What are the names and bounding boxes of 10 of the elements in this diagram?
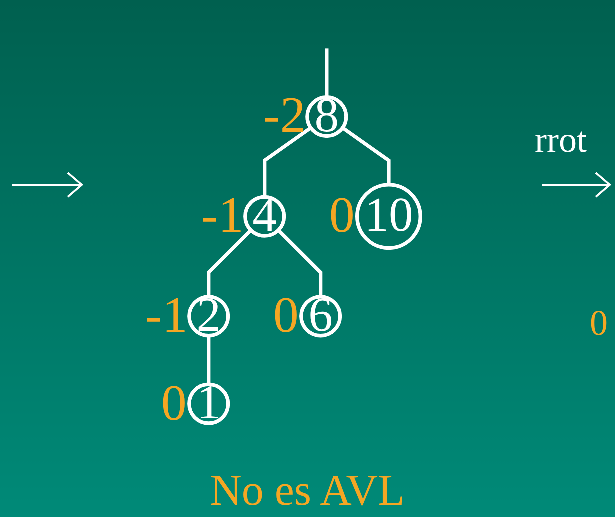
balance-factor: -1 <box>201 191 244 242</box>
balance-factor: 0 <box>273 290 299 342</box>
caption: No es AVL <box>210 466 405 515</box>
tree-node-circle: 10 <box>356 183 422 250</box>
balance-factor: 0 <box>590 305 608 341</box>
balance-factor: -1 <box>145 290 188 342</box>
operation-label: rrot <box>535 122 587 158</box>
balance-factor: -2 <box>263 91 306 142</box>
balance-factor: 0 <box>329 191 355 242</box>
balance-factor: 0 <box>161 378 187 430</box>
